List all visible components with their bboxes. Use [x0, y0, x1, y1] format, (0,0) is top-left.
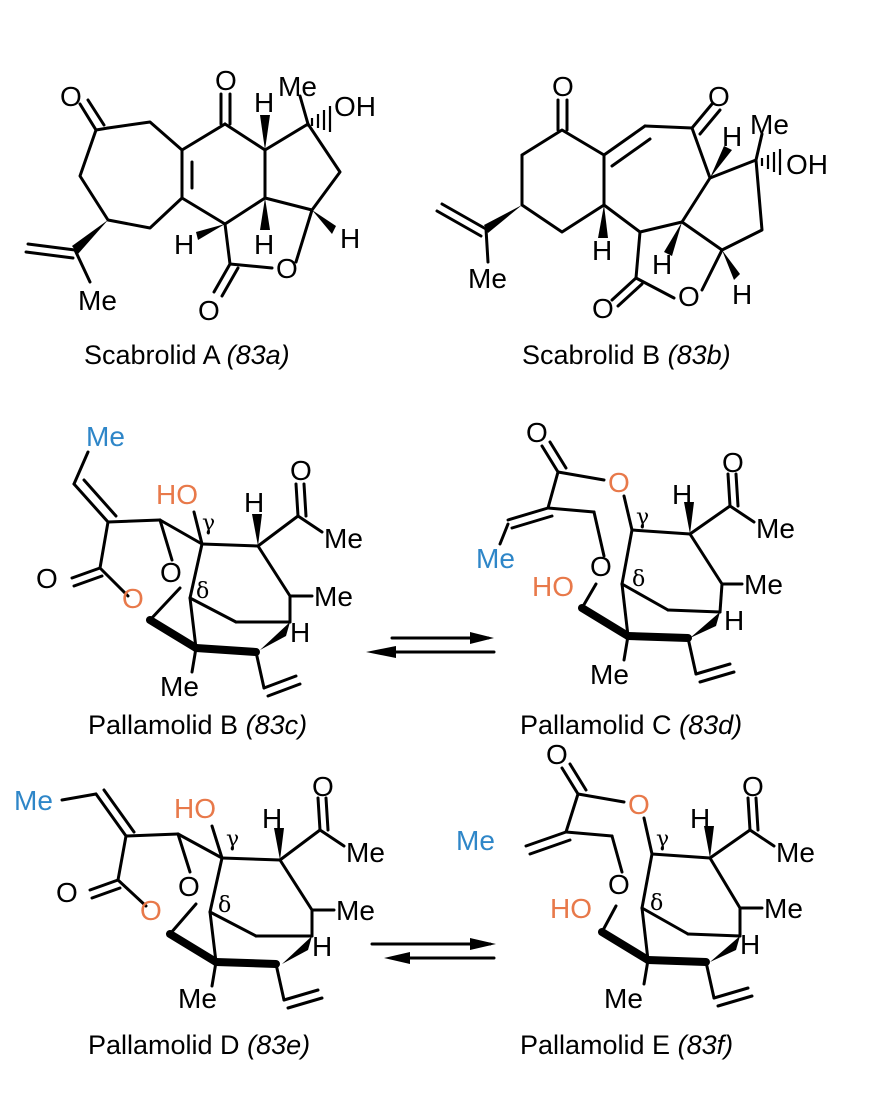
atom-o-carbonyl-c: O [36, 563, 58, 594]
atom-ho-f: HO [550, 893, 592, 924]
atom-ho-c: HO [156, 479, 198, 510]
atom-o-orange-e: O [140, 895, 162, 926]
atom-me-b-isopropenyl: Me [468, 263, 507, 294]
caption-pallamolid-e: Pallamolid E (83f) [520, 1030, 733, 1060]
atom-ho-d: HO [532, 571, 574, 602]
atom-me-acetyl-c: Me [324, 523, 363, 554]
atom-h-a2: H [174, 229, 194, 260]
atom-h-a4: H [340, 223, 360, 254]
atom-o-7ring: O [60, 81, 82, 112]
greek-delta-c: δ [196, 579, 209, 604]
atom-o-acetyl-f: O [742, 771, 764, 802]
atom-h-b2: H [592, 235, 612, 266]
pallamolid-b-structure: Me O O O HO γ H O Me Me δ [36, 421, 363, 702]
atom-h-b3: H [652, 249, 672, 280]
hash-oh-b [760, 149, 782, 175]
atom-o-ketone-b1: O [552, 71, 574, 102]
atom-o-acetyl-c: O [290, 455, 312, 486]
pallamolid-d-structure: Me O O O HO γ H O Me Me δ H [14, 771, 385, 1014]
atom-o-acetyl-e: O [312, 771, 334, 802]
atom-o-ring-f: O [608, 869, 630, 900]
atom-me-acetyl-e: Me [346, 837, 385, 868]
atom-me-blue-e: Me [14, 785, 53, 816]
atom-me-bottom-f: Me [604, 983, 643, 1014]
atom-h-f1: H [690, 803, 710, 834]
atom-o-lactone-b: O [678, 281, 700, 312]
atom-o-carbonyl-e: O [56, 877, 78, 908]
atom-o-ring-e: O [178, 871, 200, 902]
greek-delta-e: δ [218, 893, 231, 918]
atom-me-b: Me [750, 109, 789, 140]
atom-h-c1: H [244, 487, 264, 518]
atom-me-bottom-e: Me [178, 983, 217, 1014]
caption-scabrolid-a: Scabrolid A (83a) [84, 340, 290, 370]
caption-scabrolid-b: Scabrolid B (83b) [522, 340, 731, 370]
atom-h-e1: H [262, 803, 282, 834]
pallamolid-e-structure: O O Me γ O HO H O Me Me δ H [456, 739, 815, 1014]
atom-h-e2: H [312, 931, 332, 962]
atom-me-f: Me [764, 893, 803, 924]
atom-o-orange-d: O [608, 467, 630, 498]
hash-oh-a [310, 106, 332, 132]
equilibrium-arrow-1 [366, 632, 496, 658]
atom-oh-b: OH [786, 149, 828, 180]
atom-h-a3: H [254, 229, 274, 260]
greek-gamma-f: γ [656, 827, 669, 852]
atom-h-b4: H [732, 279, 752, 310]
scabrolid-a-structure: O Me O H Me OH O [24, 65, 376, 326]
greek-gamma-c: γ [202, 511, 215, 536]
atom-me-e: Me [336, 895, 375, 926]
atom-me-bottom-c: Me [160, 671, 199, 702]
atom-me-bottom-d: Me [590, 659, 629, 690]
atom-o-ketone-b2: O [708, 81, 730, 112]
greek-delta-d: δ [632, 567, 645, 592]
atom-me-blue-d: Me [476, 543, 515, 574]
caption-pallamolid-c: Pallamolid C (83d) [520, 710, 742, 740]
atom-ho-e: HO [174, 793, 216, 824]
atom-h-c2: H [290, 617, 310, 648]
atom-h-d1: H [672, 479, 692, 510]
atom-h-f2: H [740, 929, 760, 960]
atom-o-ring-d: O [590, 551, 612, 582]
atom-oh-a: OH [334, 91, 376, 122]
atom-o-ring-c: O [160, 557, 182, 588]
atom-o-carbonyl-b: O [592, 293, 614, 324]
caption-pallamolid-d: Pallamolid D (83e) [88, 1030, 310, 1060]
equilibrium-arrow-2 [370, 938, 496, 964]
atom-me-a: Me [278, 71, 317, 102]
caption-pallamolid-b: Pallamolid B (83c) [88, 710, 307, 740]
atom-h-d2: H [724, 605, 744, 636]
atom-o-carbonyl-a: O [198, 295, 220, 326]
atom-o-ketone-a: O [215, 65, 237, 96]
atom-me-d: Me [744, 569, 783, 600]
atom-me-acetyl-d: Me [756, 513, 795, 544]
atom-h-b1: H [722, 121, 742, 152]
atom-me-isopropenyl: Me [78, 285, 117, 316]
atom-me-blue-c: Me [86, 421, 125, 452]
atom-o-orange-f: O [628, 789, 650, 820]
atom-o-lactone-a: O [276, 253, 298, 284]
atom-o-carbonyl-f: O [546, 739, 568, 770]
atom-o-acetyl-d: O [722, 447, 744, 478]
atom-o-orange-c: O [122, 583, 144, 614]
scabrolid-b-structure: O Me O H Me OH H O [435, 71, 828, 324]
atom-me-blue-f: Me [456, 825, 495, 856]
greek-gamma-e: γ [226, 827, 239, 852]
pallamolid-c-structure: O O Me γ O HO H O Me Me δ H [476, 417, 795, 690]
atom-o-carbonyl-d: O [526, 417, 548, 448]
atom-me-c: Me [314, 581, 353, 612]
atom-me-acetyl-f: Me [776, 837, 815, 868]
greek-delta-f: δ [650, 891, 663, 916]
atom-h-a1: H [254, 87, 274, 118]
greek-gamma-d: γ [636, 505, 649, 530]
